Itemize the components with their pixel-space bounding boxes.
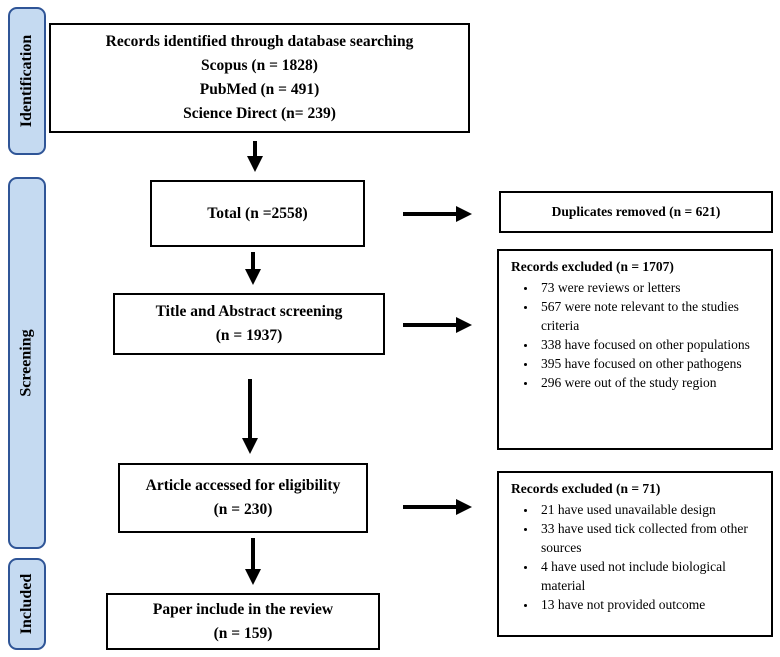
total-box: Total (n =2558) (150, 180, 365, 247)
identification-box: Records identified through database sear… (49, 23, 470, 133)
eligibility-count: (n = 230) (213, 501, 273, 518)
scopus-count: Scopus (n = 1828) (201, 57, 318, 74)
exclusion-box-2: Records excluded (n = 71) 21 have used u… (497, 471, 773, 637)
exclusion-2-list: 21 have used unavailable design 33 have … (511, 500, 763, 614)
title-abstract-box: Title and Abstract screening (n = 1937) (113, 293, 385, 355)
included-label: Paper include in the review (152, 600, 334, 618)
science-direct-count: Science Direct (n= 239) (183, 105, 336, 122)
exclusion-2-header: Records excluded (n = 71) (511, 481, 661, 496)
list-item: 395 have focused on other pathogens (537, 354, 763, 373)
identification-title: Records identified through database sear… (105, 33, 414, 50)
total-count: Total (n =2558) (207, 204, 308, 222)
list-item: 33 have used tick collected from other s… (537, 519, 763, 557)
title-abstract-label: Title and Abstract screening (155, 303, 343, 320)
duplicates-box: Duplicates removed (n = 621) (499, 191, 773, 233)
list-item: 73 were reviews or letters (537, 278, 763, 297)
pubmed-count: PubMed (n = 491) (199, 81, 320, 98)
list-item: 21 have used unavailable design (537, 500, 763, 519)
list-item: 338 have focused on other populations (537, 335, 763, 354)
duplicates-count: Duplicates removed (n = 621) (551, 204, 721, 219)
title-abstract-count: (n = 1937) (215, 327, 283, 344)
exclusion-1-header: Records excluded (n = 1707) (511, 259, 674, 274)
list-item: 4 have used not include biological mater… (537, 557, 763, 595)
list-item: 567 were note relevant to the studies cr… (537, 297, 763, 335)
phase-included: Included (8, 558, 46, 650)
eligibility-label: Article accessed for eligibility (145, 477, 341, 494)
phase-identification: Identification (8, 7, 46, 155)
exclusion-box-1: Records excluded (n = 1707) 73 were revi… (497, 249, 773, 450)
list-item: 13 have not provided outcome (537, 595, 763, 614)
included-box: Paper include in the review (n = 159) (106, 593, 380, 650)
exclusion-1-list: 73 were reviews or letters 567 were note… (511, 278, 763, 392)
list-item: 296 were out of the study region (537, 373, 763, 392)
included-count: (n = 159) (213, 624, 273, 642)
eligibility-box: Article accessed for eligibility (n = 23… (118, 463, 368, 533)
phase-screening: Screening (8, 177, 46, 549)
